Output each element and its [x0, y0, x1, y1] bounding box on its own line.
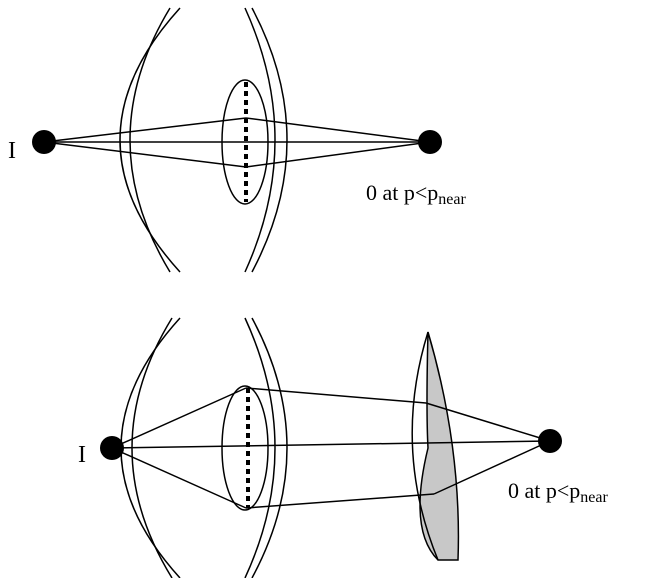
object-point — [32, 130, 56, 154]
eye-left-crescent — [119, 7, 181, 273]
ray-lines — [43, 117, 431, 168]
corrective-lens-front-curve — [411, 331, 439, 561]
corrective-lens — [419, 331, 460, 561]
image-label-main: 0 at p<p — [366, 180, 438, 205]
image-point — [418, 130, 442, 154]
eye-right-crescent — [244, 7, 288, 273]
image-label-main: 0 at p<p — [508, 478, 580, 503]
bottom-ray-lines — [111, 387, 551, 509]
eye-lens — [221, 385, 269, 511]
image-label: 0 at p<pnear — [366, 180, 467, 208]
object-label: I — [78, 442, 86, 468]
image-label-subscript: near — [580, 489, 608, 506]
object-label: I — [8, 138, 16, 164]
image-label: 0 at p<pnear — [508, 478, 609, 506]
eye-right-crescent — [244, 317, 288, 578]
image-point — [538, 429, 562, 453]
top-diagram — [43, 7, 431, 273]
image-label-subscript: near — [438, 191, 466, 208]
object-point — [100, 436, 124, 460]
